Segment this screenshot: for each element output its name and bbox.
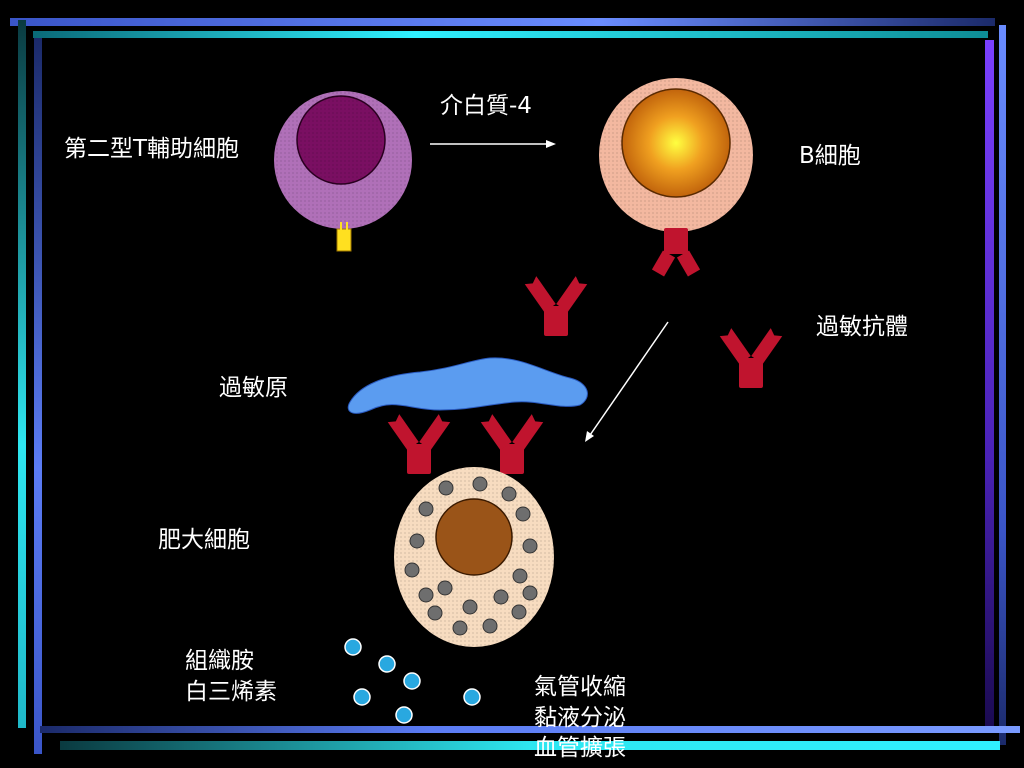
effect-label-line3: 血管擴張 xyxy=(534,735,626,761)
th2-cell-label: 第二型T輔助細胞 xyxy=(64,136,240,162)
effect-label-line1: 氣管收縮 xyxy=(534,674,626,700)
mast-cell-label: 肥大細胞 xyxy=(158,527,250,553)
allergen-shape xyxy=(347,357,588,414)
mediators-label-line2: 白三烯素 xyxy=(185,679,277,705)
frame-left-bar-blue xyxy=(34,38,42,754)
mast-cell xyxy=(394,467,554,647)
antibody-bound-2 xyxy=(480,414,544,474)
il4-label: 介白質-4 xyxy=(440,93,532,119)
mediators-label-line1: 組織胺 xyxy=(185,648,254,674)
ige-label: 過敏抗體 xyxy=(816,314,908,340)
ige-binding-arrow xyxy=(585,321,669,442)
frame-bottom-bar-cyan xyxy=(60,741,1000,750)
effect-label-line2: 黏液分泌 xyxy=(534,705,626,731)
antibody-bound-1 xyxy=(387,414,451,474)
frame-top-bar-cyan xyxy=(33,31,988,38)
frame-right-bar-blue xyxy=(999,25,1006,745)
mediator-granules xyxy=(344,638,481,724)
frame-right-bar-violet xyxy=(985,40,994,730)
il4-arrow xyxy=(430,140,556,148)
antibody-free-1 xyxy=(524,276,588,336)
frame-bottom-bar-blue xyxy=(40,726,1020,733)
frame-left-bar-cyan xyxy=(18,20,26,728)
antibody-free-2 xyxy=(719,328,783,388)
frame-top-bar-blue xyxy=(10,18,995,26)
allergen-label: 過敏原 xyxy=(219,375,288,401)
b-cell-label: B細胞 xyxy=(799,143,861,169)
th2-cell xyxy=(274,91,412,252)
b-cell xyxy=(599,78,753,277)
